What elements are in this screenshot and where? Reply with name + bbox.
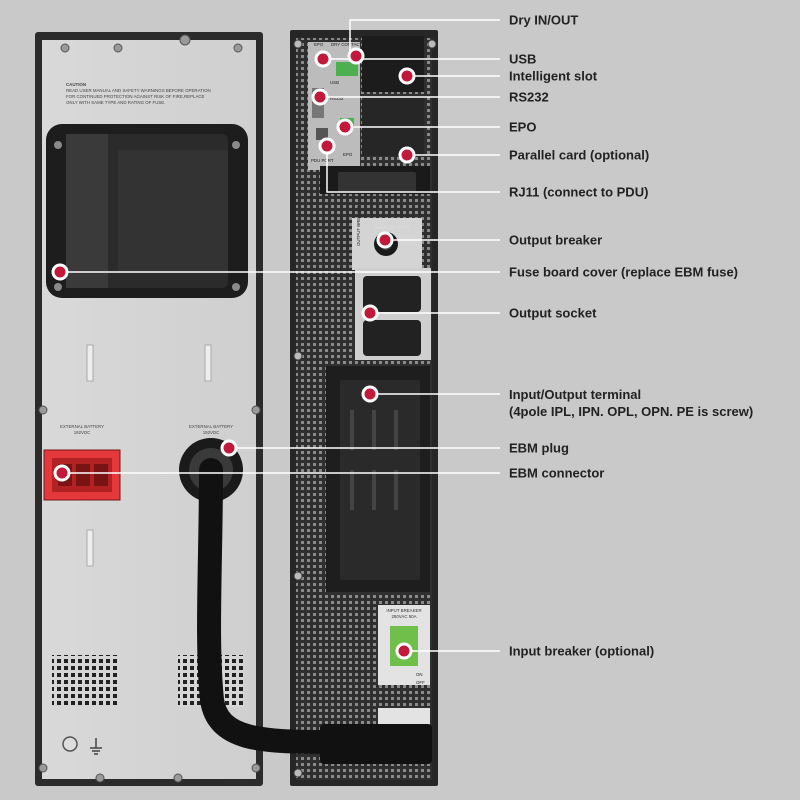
marker-epo <box>336 118 354 136</box>
callout-output-socket: Output socket <box>509 305 597 321</box>
marker-input-breaker <box>395 642 413 660</box>
off-label: OFF <box>416 680 425 685</box>
marker-rj11 <box>318 137 336 155</box>
ext-battery-left-line1: EXTERNAL BATTERY <box>60 424 104 429</box>
pdu-port-label: PDU PORT <box>311 158 334 163</box>
marker-ebm-connector <box>53 464 71 482</box>
dry-contact-label: DRY CONTACT <box>331 42 363 47</box>
marker-rs232 <box>311 88 329 106</box>
callout-output-breaker: Output breaker <box>509 232 603 248</box>
caution-line-2: READ USER MANUAL AND SAFETY WARNINGS BEF… <box>66 88 211 93</box>
marker-dry-in-out <box>347 47 365 65</box>
ebm-unit <box>35 32 263 786</box>
rs232-label: RS232 <box>330 96 344 101</box>
parallel-port-label: PARALLEL PORT <box>374 225 409 230</box>
callout-io-terminal-line1: Input/Output terminal <box>509 387 642 402</box>
callout-ebm-connector: EBM connector <box>509 465 605 481</box>
input-breaker-rating: 250VAC 50A <box>391 614 416 619</box>
caution-line-4: ONLY WITH SAME TYPE AND RATING OF FUSE. <box>66 100 165 105</box>
callout-epo: EPO <box>509 119 537 135</box>
marker-output-breaker <box>376 231 394 249</box>
usb-label: USB <box>330 80 339 85</box>
markers <box>51 47 416 660</box>
callout-fuse-board-cover: Fuse board cover (replace EBM fuse) <box>509 264 739 280</box>
dry-contact-terminal <box>336 62 358 76</box>
leader-rj11 <box>326 146 500 193</box>
callout-io-terminal: Input/Output terminal (4pole IPL, IPN. O… <box>509 386 753 420</box>
callout-ebm-plug: EBM plug <box>509 440 569 456</box>
leader-dry-in-out <box>349 19 500 56</box>
marker-ebm-plug <box>220 439 238 457</box>
callout-intelligent-slot: Intelligent slot <box>509 68 598 84</box>
ebm-vent-left <box>52 655 118 707</box>
ground-icon <box>90 738 102 755</box>
epo-port-label: EPO <box>314 42 324 47</box>
ups-unit <box>290 30 438 786</box>
callout-usb: USB <box>509 51 537 67</box>
leader-lines <box>60 19 500 652</box>
input-breaker-label: INPUT BREAKER <box>386 608 421 613</box>
marker-io-terminal <box>361 385 379 403</box>
caution-line-1: CAUTION <box>66 82 86 87</box>
callout-parallel-card: Parallel card (optional) <box>509 147 650 163</box>
marker-usb <box>314 50 332 68</box>
output-breaker-panel-label: OUTPUT BREAKER <box>356 206 361 246</box>
ebm-cable-plug <box>320 724 432 764</box>
callout-dry-in-out: Dry IN/OUT <box>509 12 579 28</box>
epo-small-label: EPO <box>343 152 353 157</box>
marker-intelligent-slot <box>398 67 416 85</box>
caution-label: CAUTION READ USER MANUAL AND SAFETY WARN… <box>66 82 211 105</box>
pdu-port <box>316 128 328 140</box>
callout-io-terminal-line2: (4pole IPL, IPN. OPL, OPN. PE is screw) <box>509 404 754 419</box>
callout-rs232: RS232 <box>509 89 549 105</box>
marker-output-socket <box>361 304 379 322</box>
ebm-cable <box>197 458 407 754</box>
callout-input-breaker: Input breaker (optional) <box>509 643 655 659</box>
ext-battery-right-line1: EXTERNAL BATTERY <box>189 424 233 429</box>
callout-rj11: RJ11 (connect to PDU) <box>509 184 649 200</box>
ext-battery-right-line2: 192VDC <box>203 430 220 435</box>
output-sockets <box>355 268 431 360</box>
ground-screw-icon <box>62 736 78 752</box>
io-terminal-cover <box>326 366 430 592</box>
ext-battery-left-line2: 192VDC <box>74 430 91 435</box>
caution-line-3: FOR CONTINUED PROTECTION AGAINST RISK OF… <box>66 94 205 99</box>
marker-parallel-card <box>398 146 416 164</box>
marker-fuse-board-cover <box>51 263 69 281</box>
fuse-board-cover <box>46 124 248 298</box>
on-label: ON <box>416 672 423 677</box>
